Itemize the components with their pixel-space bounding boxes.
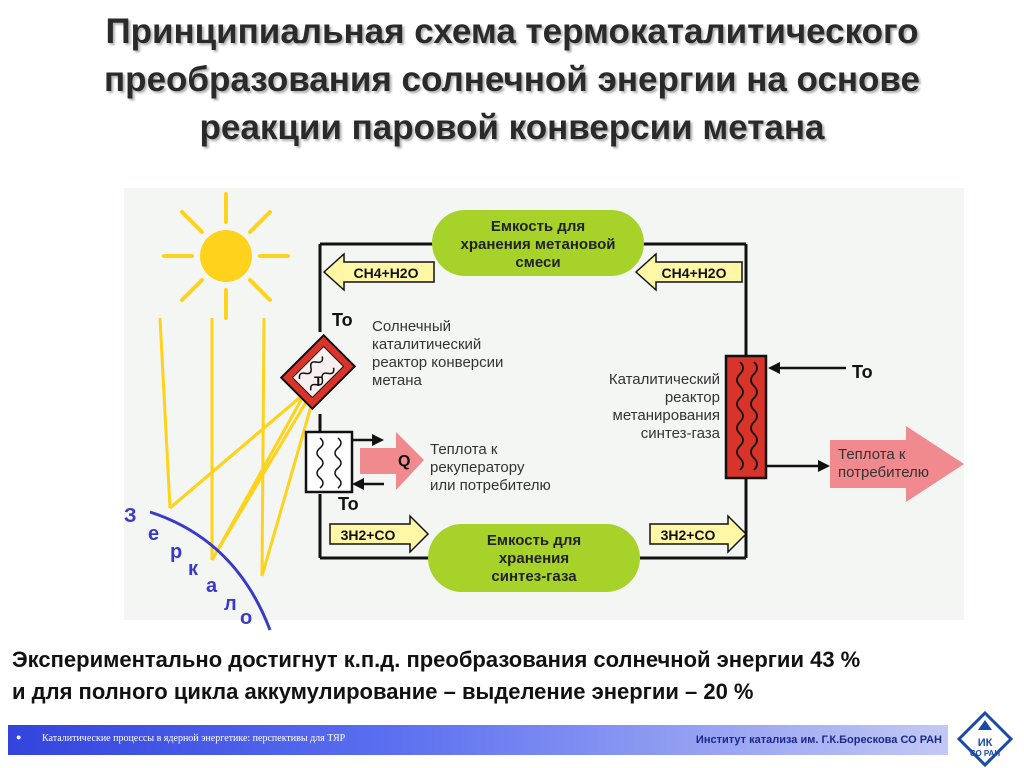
syngas-storage-line: хранения	[499, 550, 569, 567]
flow-arrow-h2co-left: 3H2+CO	[329, 514, 430, 554]
title-line-3: реакции паровой конверсии метана	[199, 108, 825, 147]
mirror-label: З е р к а л о	[124, 505, 252, 629]
methane-storage-line: Емкость для	[491, 218, 585, 235]
heat-recuperator-label: Теплота к рекуператору или потребителю	[430, 441, 551, 494]
solar-reactor-label-line: реактор конверсии	[372, 354, 503, 371]
heat-consumer-label-line: Теплота к	[838, 446, 906, 463]
t0-right-label: To	[852, 362, 873, 382]
t0-top-label: To	[332, 310, 353, 330]
recuperator-arrows	[352, 434, 384, 490]
mirror-arc	[149, 510, 272, 631]
syngas-storage-line: синтез-газа	[491, 568, 577, 585]
flow-arrow-h2co-right: 3H2+CO	[649, 514, 748, 554]
heat-recuperator-label-line: Теплота к	[430, 441, 498, 458]
footer-marker-icon: ●	[16, 732, 22, 742]
t0-bottom-label: To	[338, 494, 359, 514]
solar-reactor-label-line: каталитический	[372, 336, 481, 353]
heat-recuperator-label-line: или потребителю	[430, 477, 551, 494]
process-diagram: З е р к а л о Емкость для хранения метан…	[124, 188, 964, 631]
methanation-arrows	[766, 362, 846, 472]
mirror-letter: о	[240, 607, 252, 629]
title-line-2: преобразования солнечной энергии на осно…	[104, 60, 920, 99]
heat-q-label: Q	[398, 453, 410, 470]
syngas-storage: Емкость для хранения синтез-газа	[428, 524, 640, 592]
solar-reactor	[279, 333, 357, 411]
institute-logo: ИК СО РАН	[956, 710, 1014, 768]
solar-reactor-label-line: Солнечный	[372, 318, 451, 335]
mirror-letter: З	[124, 505, 137, 527]
ch4-label-left: CH4+H2O	[354, 265, 419, 281]
heat-q-arrow: Q	[360, 432, 424, 490]
solar-reactor-label: Солнечный каталитический реактор конверс…	[372, 318, 503, 389]
heat-recuperator-label-line: рекуператору	[430, 459, 525, 476]
mirror-letter: к	[188, 558, 199, 580]
title-line-1: Принципиальная схема термокаталитическог…	[105, 12, 919, 51]
methanation-label: Каталитический реактор метанирования син…	[609, 371, 721, 442]
methanation-label-line: Каталитический	[609, 371, 720, 388]
flow-arrow-ch4-left: CH4+H2O	[322, 252, 435, 292]
heat-consumer-arrow: Теплота к потребителю	[830, 426, 964, 502]
logo-line-2: СО РАН	[970, 749, 1000, 758]
page-title: Принципиальная схема термокаталитическог…	[0, 8, 1024, 152]
mirror-letter: е	[148, 523, 159, 545]
note-line-1: Экспериментально достигнут к.п.д. преобр…	[12, 647, 861, 672]
methanation-label-line: реактор	[665, 389, 720, 406]
methane-storage-line: смеси	[515, 254, 560, 271]
ch4-label-right: CH4+H2O	[662, 265, 727, 281]
syngas-storage-line: Емкость для	[487, 532, 581, 549]
methanation-reactor	[724, 354, 768, 480]
mirror-letter: р	[170, 541, 182, 563]
h2co-label-right: 3H2+CO	[661, 527, 716, 543]
heat-consumer-label-line: потребителю	[838, 464, 929, 481]
light-rays	[158, 317, 320, 577]
solar-reactor-label-line: метана	[372, 372, 422, 389]
process-loop	[318, 242, 748, 560]
mirror-letter: а	[206, 575, 218, 597]
logo-line-1: ИК	[978, 737, 993, 749]
efficiency-note: Экспериментально достигнут к.п.д. преобр…	[12, 644, 1012, 708]
recuperator	[304, 430, 354, 494]
mirror-letter: л	[224, 593, 237, 615]
methane-storage: Емкость для хранения метановой смеси	[432, 210, 644, 276]
footer-right-text: Институт катализа им. Г.К.Борескова СО Р…	[695, 734, 942, 746]
methanation-label-line: метанирования	[613, 407, 720, 424]
h2co-label-left: 3H2+CO	[341, 527, 396, 543]
methane-storage-line: хранения метановой	[460, 236, 615, 253]
reactor-temp-label: T	[314, 373, 323, 389]
note-line-2: и для полного цикла аккумулирование – вы…	[12, 679, 754, 704]
methanation-label-line: синтез-газа	[641, 425, 721, 442]
footer-bar: ● Каталитические процессы в ядерной энер…	[8, 725, 948, 755]
sun-icon	[162, 192, 290, 320]
footer-left-text: Каталитические процессы в ядерной энерге…	[42, 733, 346, 744]
flow-arrow-ch4-right: CH4+H2O	[634, 252, 743, 292]
